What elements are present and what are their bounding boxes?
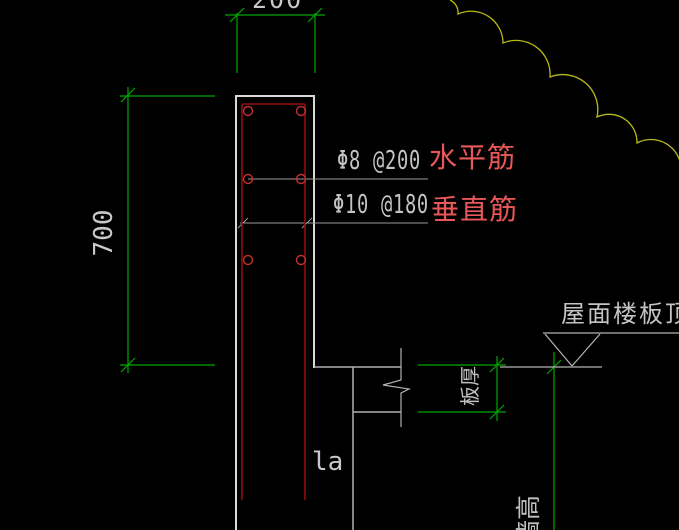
revision-cloud [449,0,679,161]
dimension-slab-thickness [418,356,506,421]
horizontal-rebar-label: 水平筋 [429,141,517,174]
dim-parapet-height-text: 700 [89,209,119,257]
roof-slab-lines [314,366,401,530]
dimension-wall-height [546,352,562,530]
break-line [382,348,411,427]
horizontal-rebar-spec: Φ8 @200 [337,146,421,176]
horizontal-rebar-circles [242,105,307,266]
dimension-top-width [225,7,325,73]
slab-thickness-label: 板厚 [458,366,482,406]
vertical-rebar-spec: Φ10 @180 [333,190,429,220]
anchorage-length-label: la [312,447,344,477]
vertical-rebar-lines [241,103,306,500]
dim-top-width-text: 200 [252,0,303,12]
vertical-rebar-label: 垂直筋 [431,193,519,226]
wall-outline [235,95,315,530]
wall-height-label: 墙高 [514,495,543,530]
level-label: 屋面楼板顶 [561,300,679,328]
level-symbol [500,332,679,368]
leader-lines [237,178,428,229]
dimension-parapet-height [120,87,215,373]
